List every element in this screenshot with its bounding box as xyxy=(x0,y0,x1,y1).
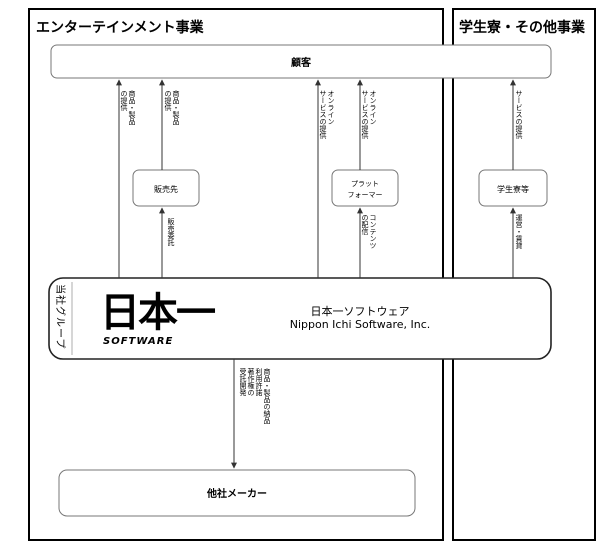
other-companies-box xyxy=(58,469,416,517)
edge-label-sales-consign: 販売委託 xyxy=(167,217,175,246)
edge-label-online-1-line1: オンライン xyxy=(327,90,335,125)
edge-label-online-2-line2: サービスの提供 xyxy=(361,90,369,140)
entertainment-panel xyxy=(28,8,444,541)
edge-label-service: サービスの提供 xyxy=(515,90,523,140)
edge-label-delivery-line1: 商品・製品の納品 xyxy=(263,367,271,425)
platformers-label-2: フォーマー xyxy=(348,191,383,199)
edge-label-licensing-line2: 受託開発 xyxy=(239,367,247,397)
edge-label-content-line1: コンテンツ xyxy=(369,214,377,249)
platformers-label-1: プラット xyxy=(351,180,379,188)
other-business-panel xyxy=(452,8,596,541)
nippon-ichi-logo: 日本一 SOFTWARE xyxy=(100,290,218,347)
platformers-box xyxy=(331,169,399,207)
edge-label-products-2-line2: の提供 xyxy=(164,90,172,112)
company-name-jp: 日本一ソフトウェア xyxy=(311,304,410,318)
edge-label-products-2-line1: 商品・製品 xyxy=(172,89,180,126)
entertainment-panel-title: エンターテインメント事業 xyxy=(36,19,205,36)
edge-label-online-1-line2: サービスの提供 xyxy=(319,90,327,140)
distributors-box xyxy=(132,169,200,207)
edge-label-content-line2: の配信 xyxy=(361,214,369,236)
edge-label-delivery-line2: 利用許諾 xyxy=(255,367,263,397)
customers-box xyxy=(50,44,552,79)
dorm-label: 学生寮等 xyxy=(497,184,529,194)
logo-wordmark: SOFTWARE xyxy=(103,336,173,347)
edge-label-products-1-line2: の提供 xyxy=(120,90,128,112)
distributors-label: 販売先 xyxy=(154,184,178,194)
company-name-en: Nippon Ichi Software, Inc. xyxy=(290,318,431,331)
other-business-panel-title: 学生寮・その他事業 xyxy=(459,19,586,36)
customers-label: 顧客 xyxy=(291,56,312,69)
edge-label-operation: 運営・賃貸 xyxy=(515,213,523,250)
edge-label-products-1-line1: 商品・製品 xyxy=(128,89,136,126)
edge-label-licensing-line1: 著作権の xyxy=(247,367,255,396)
company-box xyxy=(48,277,552,360)
logo-mark: 日本一 xyxy=(100,290,216,336)
edge-label-online-2-line1: オンライン xyxy=(369,90,377,125)
other-companies-label: 他社メーカー xyxy=(206,487,267,500)
group-label: 当社グループ xyxy=(54,284,67,349)
